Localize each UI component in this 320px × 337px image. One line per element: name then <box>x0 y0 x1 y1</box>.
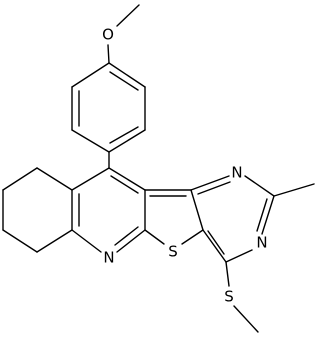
bonds <box>2 4 315 333</box>
methylthio-sulfur-label: S <box>224 288 234 306</box>
bond-pm-3 <box>261 195 275 235</box>
bond-aryl-6 <box>71 62 110 88</box>
bond-cy-2 <box>2 167 38 191</box>
bond-pyr-4 <box>71 229 102 253</box>
bond-aryl-1 <box>108 62 146 88</box>
bond-pm-5 <box>202 229 227 263</box>
bond-pyr-6 <box>71 167 110 191</box>
thiophene-sulfur-label: S <box>168 243 178 261</box>
bond-pyr-3 <box>116 229 146 253</box>
bond-cy-1 <box>36 167 73 191</box>
pyridine-nitrogen-label: N <box>103 249 114 267</box>
methoxy-oxygen-label: O <box>102 26 114 44</box>
bond-ome-aryl <box>107 44 110 64</box>
bond-pm-1 <box>190 175 230 191</box>
bond-ome-methyl <box>116 4 140 27</box>
bond-aryl-inner-a <box>109 71 139 91</box>
bond-th-2 <box>190 189 204 231</box>
bond-pm-inner-a <box>197 181 231 195</box>
bond-aryl-3 <box>108 129 146 153</box>
bond-pyr-inner-a <box>110 175 139 194</box>
atom-labels: O N N N S S <box>102 26 268 306</box>
bond-pm-4 <box>225 249 253 263</box>
bond-aryl-inner-b <box>109 126 139 144</box>
bond-cy-5 <box>36 229 73 253</box>
bond-aryl-4 <box>71 129 110 153</box>
bond-pyr-inner-b <box>114 226 139 246</box>
bond-pm-2 <box>244 175 275 197</box>
bond-pm-inner-b <box>256 198 268 232</box>
pyrimidine-nitrogen-upper-label: N <box>231 164 242 182</box>
bond-th-4 <box>144 229 165 245</box>
bond-sme-1 <box>225 261 230 287</box>
bond-cy-4 <box>2 229 38 253</box>
bond-pyr-1 <box>108 167 146 191</box>
bond-methyl <box>273 183 315 197</box>
bond-th-3 <box>181 229 204 245</box>
bond-pm-inner-c <box>207 230 225 255</box>
bond-sme-2 <box>233 305 259 333</box>
pyrimidine-nitrogen-lower-label: N <box>256 234 267 252</box>
